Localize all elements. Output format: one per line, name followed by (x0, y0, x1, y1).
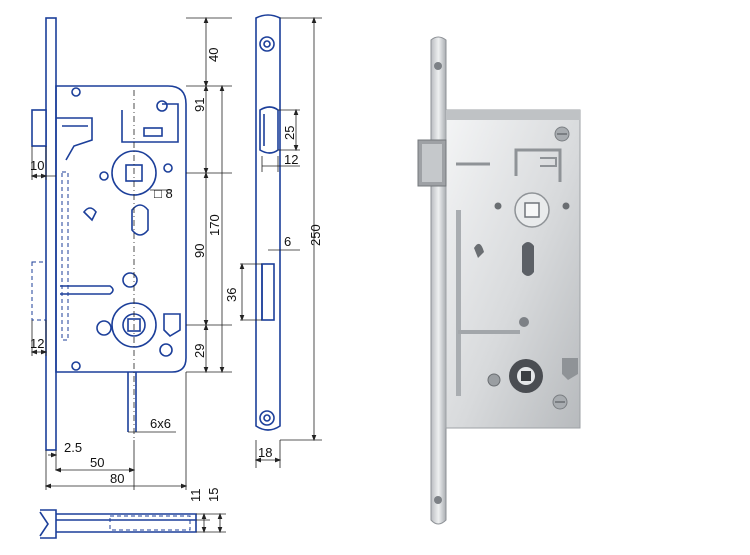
top-view (39, 509, 226, 539)
dim-40: 40 (206, 48, 221, 62)
side-faceplate (255, 14, 281, 431)
dim-12-bolt: 12 (284, 152, 298, 167)
latch-bolt (31, 109, 47, 147)
dim-250: 250 (308, 224, 323, 246)
dim-12-left: 12 (30, 336, 44, 351)
lock-product-photo (417, 36, 581, 525)
faceplate-outline (45, 17, 57, 451)
dim-91: 91 (192, 98, 207, 112)
ribbed-bar (61, 171, 69, 341)
side-latch-opening (259, 106, 279, 154)
dim-11: 11 (188, 489, 203, 503)
dim-8: □ 8 (154, 186, 173, 201)
dim-6: 6 (284, 234, 291, 249)
dim-80: 80 (110, 471, 124, 486)
front-view (30, 16, 232, 490)
key-slot (131, 204, 149, 236)
dim-90: 90 (192, 244, 207, 258)
dim-2-5: 2.5 (64, 440, 82, 455)
lock-body-outline (55, 85, 187, 373)
side-view (239, 14, 322, 468)
dim-36: 36 (224, 288, 239, 302)
dim-6x6: 6x6 (150, 416, 171, 431)
dim-170: 170 (207, 214, 222, 236)
dim-29: 29 (192, 344, 207, 358)
dim-50: 50 (90, 455, 104, 470)
dim-15: 15 (206, 488, 221, 502)
dim-25: 25 (282, 126, 297, 140)
dim-10: 10 (30, 158, 44, 173)
dim-18: 18 (258, 445, 272, 460)
side-bolt-opening (261, 263, 275, 321)
